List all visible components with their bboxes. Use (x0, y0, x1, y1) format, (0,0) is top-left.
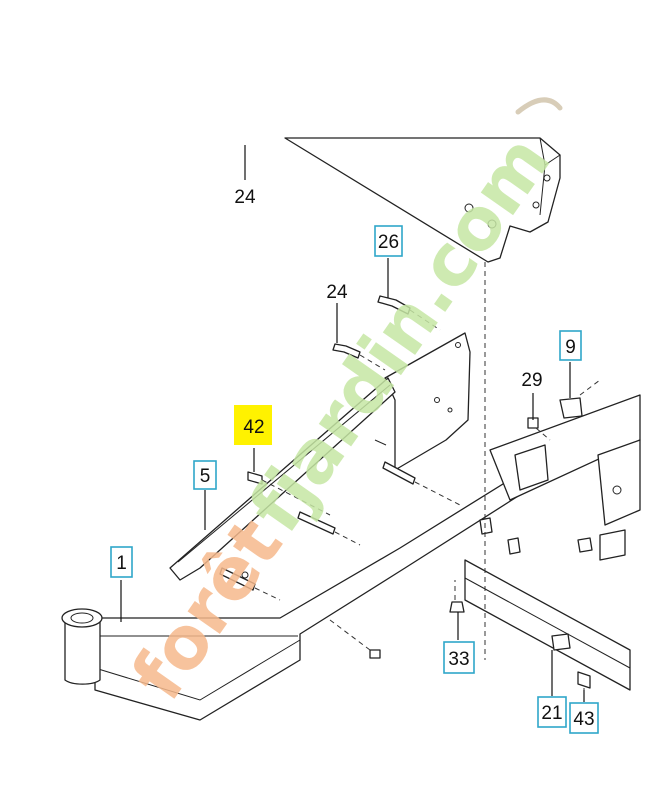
clips (479, 397, 626, 651)
label-26: 26 (378, 232, 399, 253)
assembly-lines (254, 262, 601, 705)
studs (219, 439, 416, 591)
label-24: 24 (326, 282, 348, 303)
cover-panel (284, 137, 561, 263)
leader-lines (120, 145, 585, 702)
label-29: 29 (521, 370, 542, 391)
label-43: 43 (573, 709, 594, 730)
label-1: 1 (116, 553, 127, 574)
part-labels: 24 26 24 9 29 42 5 1 33 21 43 (110, 187, 599, 734)
label-33: 33 (448, 649, 469, 670)
watermark: forêt fjardin.com (115, 97, 567, 715)
label-24-top: 24 (234, 187, 256, 208)
bracket-arm (169, 377, 396, 581)
bolts (247, 295, 591, 689)
label-9: 9 (565, 337, 576, 358)
pivot-collar (61, 608, 103, 685)
watermark-swoosh (515, 97, 563, 115)
label-42: 42 (243, 417, 264, 438)
side-plate (384, 332, 471, 471)
label-5: 5 (200, 466, 211, 487)
label-42-highlight (234, 405, 272, 445)
label-21: 21 (541, 703, 562, 724)
